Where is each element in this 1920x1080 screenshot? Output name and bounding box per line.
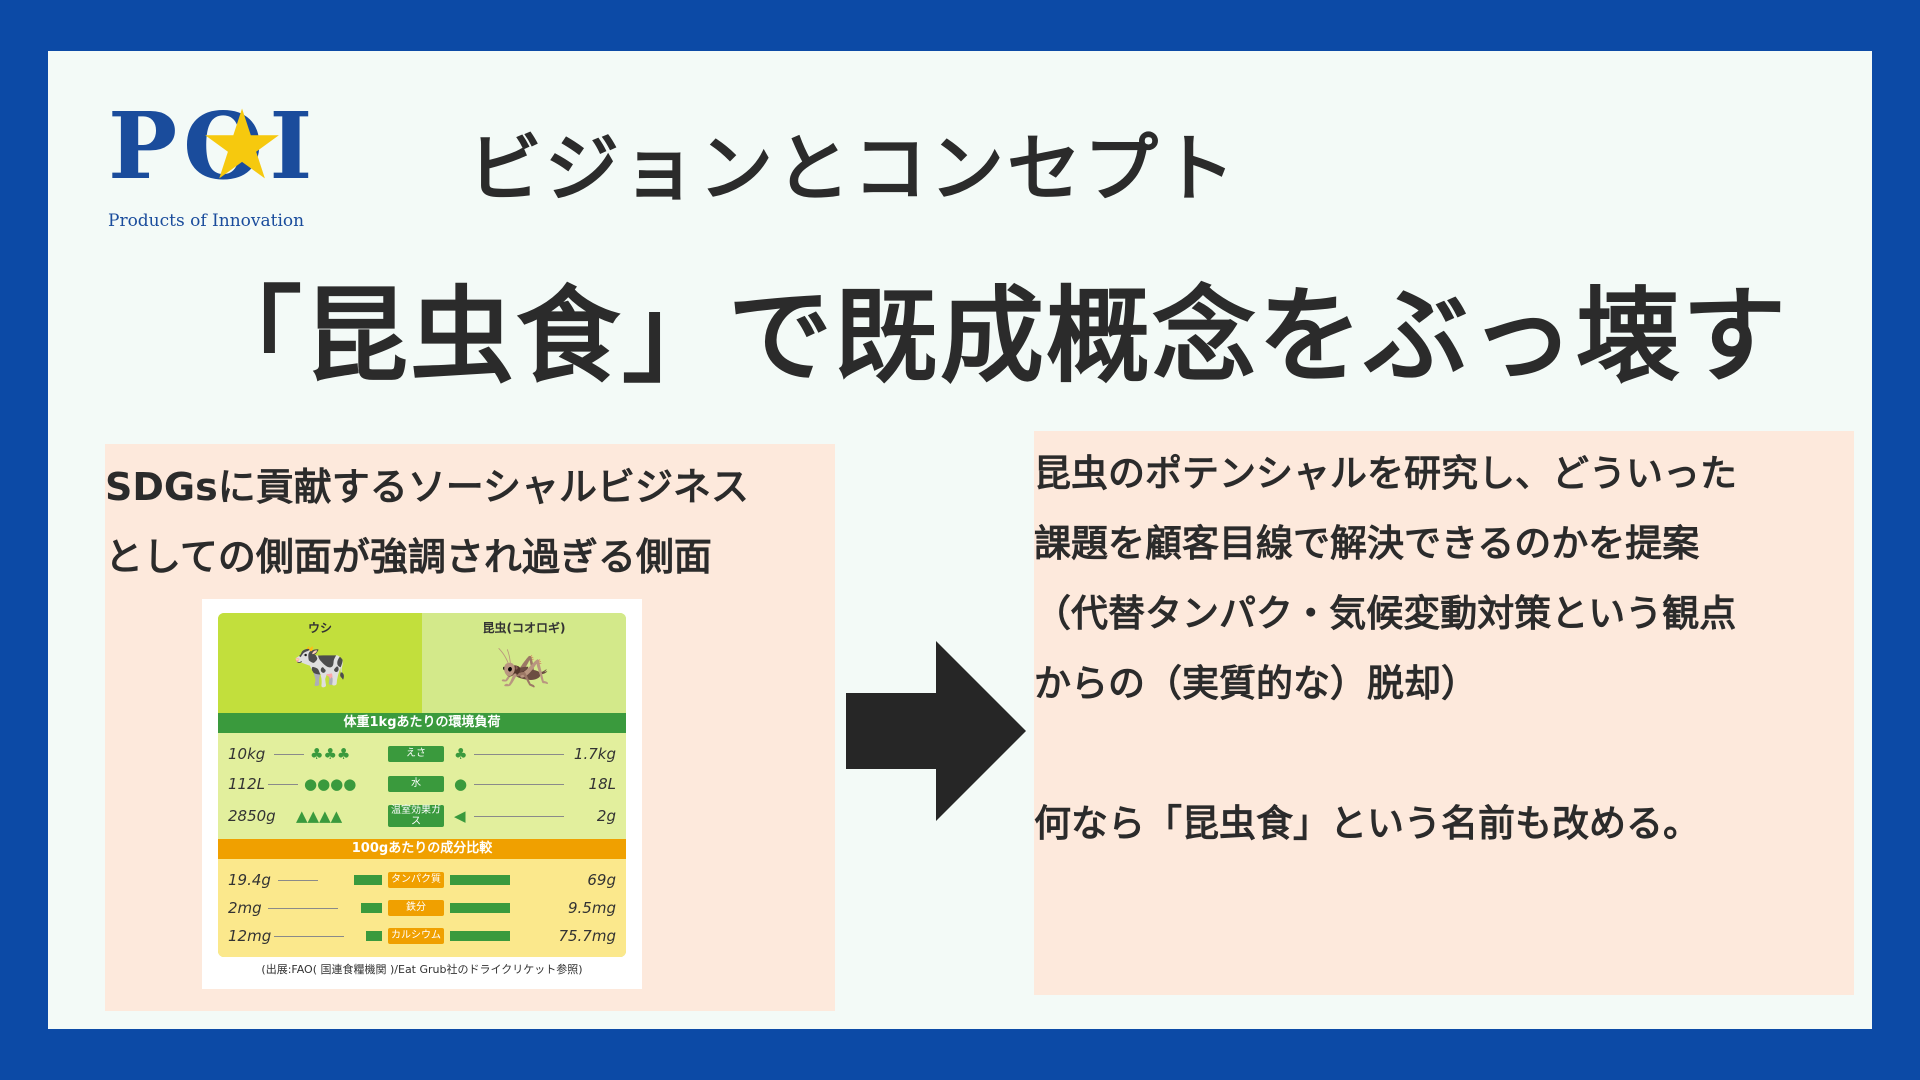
env-row: 112L ●●●● 水 ● 18L	[218, 771, 626, 797]
row-label: カルシウム	[388, 928, 444, 944]
cow-column: ウシ 🐄	[218, 613, 422, 713]
left-line-2: としての側面が強調され過ぎる側面	[105, 535, 712, 579]
insect-value: 18L	[588, 775, 616, 793]
comparison-infographic: ウシ 🐄 昆虫(コオロギ) 🦗 体重1kgあたりの環境負荷 10kg ♣♣♣ え…	[202, 599, 642, 989]
cow-value: 10kg	[228, 745, 266, 763]
right-line-2: 課題を顧客目線で解決できるのかを提案	[1034, 522, 1700, 565]
right-arrow-icon	[846, 641, 1026, 821]
right-closing-line: 何なら「昆虫食」という名前も改める。	[1034, 802, 1700, 845]
nutrition-row: 2mg 鉄分 9.5mg	[218, 895, 626, 921]
row-label: えさ	[388, 746, 444, 762]
row-label: 鉄分	[388, 900, 444, 916]
headline: 「昆虫食」で既成概念をぶっ壊す	[198, 275, 1789, 397]
page-title: ビジョンとコンセプト	[468, 126, 1238, 212]
right-line-1: 昆虫のポテンシャルを研究し、どういった	[1034, 452, 1737, 495]
wheat-icon: ♣♣♣	[310, 745, 351, 763]
cow-bar	[361, 903, 382, 913]
cow-bar	[354, 875, 382, 885]
cow-bar	[366, 931, 382, 941]
star-icon: ★	[198, 89, 286, 201]
left-panel-text: SDGsに貢献するソーシャルビジネス としての側面が強調され過ぎる側面	[105, 452, 835, 592]
cloud-icon: ◀	[454, 807, 466, 825]
row-label: 温室効果ガス	[388, 805, 444, 827]
right-panel: 昆虫のポテンシャルを研究し、どういった 課題を顧客目線で解決できるのかを提案 （…	[1034, 431, 1854, 995]
insect-value: 9.5mg	[568, 899, 616, 917]
insect-column: 昆虫(コオロギ) 🦗	[422, 613, 626, 713]
poi-logo: POI ★ Products of Innovation	[108, 91, 358, 241]
cricket-icon: 🦗	[496, 640, 552, 691]
right-panel-text: 昆虫のポテンシャルを研究し、どういった 課題を顧客目線で解決できるのかを提案 （…	[1034, 439, 1854, 859]
cloud-icon: ▲▲▲▲	[296, 807, 343, 825]
insect-bar	[450, 875, 510, 885]
right-line-3: （代替タンパク・気候変動対策という観点	[1034, 592, 1737, 635]
row-label: タンパク質	[388, 872, 444, 888]
insect-value: 69g	[587, 871, 616, 889]
infographic-card: ウシ 🐄 昆虫(コオロギ) 🦗 体重1kgあたりの環境負荷 10kg ♣♣♣ え…	[218, 613, 626, 957]
cow-icon: 🐄	[292, 640, 348, 691]
right-line-4: からの（実質的な）脱却）	[1034, 662, 1478, 705]
water-drop-icon: ●●●●	[304, 775, 357, 793]
cow-label: ウシ	[307, 621, 332, 635]
nutrition-section: 19.4g タンパク質 69g 2mg 鉄分 9.5mg	[218, 859, 626, 957]
left-panel: SDGsに貢献するソーシャルビジネス としての側面が強調され過ぎる側面 ウシ 🐄…	[105, 444, 835, 1011]
infographic-header: ウシ 🐄 昆虫(コオロギ) 🦗	[218, 613, 626, 713]
env-row: 10kg ♣♣♣ えさ ♣ 1.7kg	[218, 741, 626, 767]
wheat-icon: ♣	[454, 745, 468, 763]
insect-value: 1.7kg	[573, 745, 616, 763]
env-section: 10kg ♣♣♣ えさ ♣ 1.7kg 112L ●●●● 水 ●	[218, 733, 626, 839]
env-section-title: 体重1kgあたりの環境負荷	[218, 713, 626, 733]
insect-value: 2g	[596, 807, 616, 825]
cow-value: 12mg	[228, 927, 272, 945]
insect-label: 昆虫(コオロギ)	[482, 621, 566, 635]
slide: POI ★ Products of Innovation ビジョンとコンセプト …	[48, 51, 1872, 1029]
infographic-source: (出展:FAO( 国連食糧機関 )/Eat Grub社のドライクリケット参照)	[261, 963, 583, 976]
logo-tagline: Products of Innovation	[108, 211, 305, 231]
water-drop-icon: ●	[454, 775, 468, 793]
left-line-1: SDGsに貢献するソーシャルビジネス	[105, 465, 749, 509]
cow-value: 112L	[228, 775, 265, 793]
logo-letters: POI	[108, 92, 319, 200]
cow-value: 19.4g	[228, 871, 271, 889]
nutrition-row: 12mg カルシウム 75.7mg	[218, 923, 626, 949]
insect-value: 75.7mg	[558, 927, 616, 945]
insect-bar	[450, 931, 510, 941]
insect-bar	[450, 903, 510, 913]
cow-value: 2mg	[228, 899, 262, 917]
cow-value: 2850g	[228, 807, 276, 825]
nutrition-section-title: 100gあたりの成分比較	[218, 839, 626, 859]
nutrition-row: 19.4g タンパク質 69g	[218, 867, 626, 893]
row-label: 水	[388, 776, 444, 792]
env-row: 2850g ▲▲▲▲ 温室効果ガス ◀ 2g	[218, 803, 626, 829]
